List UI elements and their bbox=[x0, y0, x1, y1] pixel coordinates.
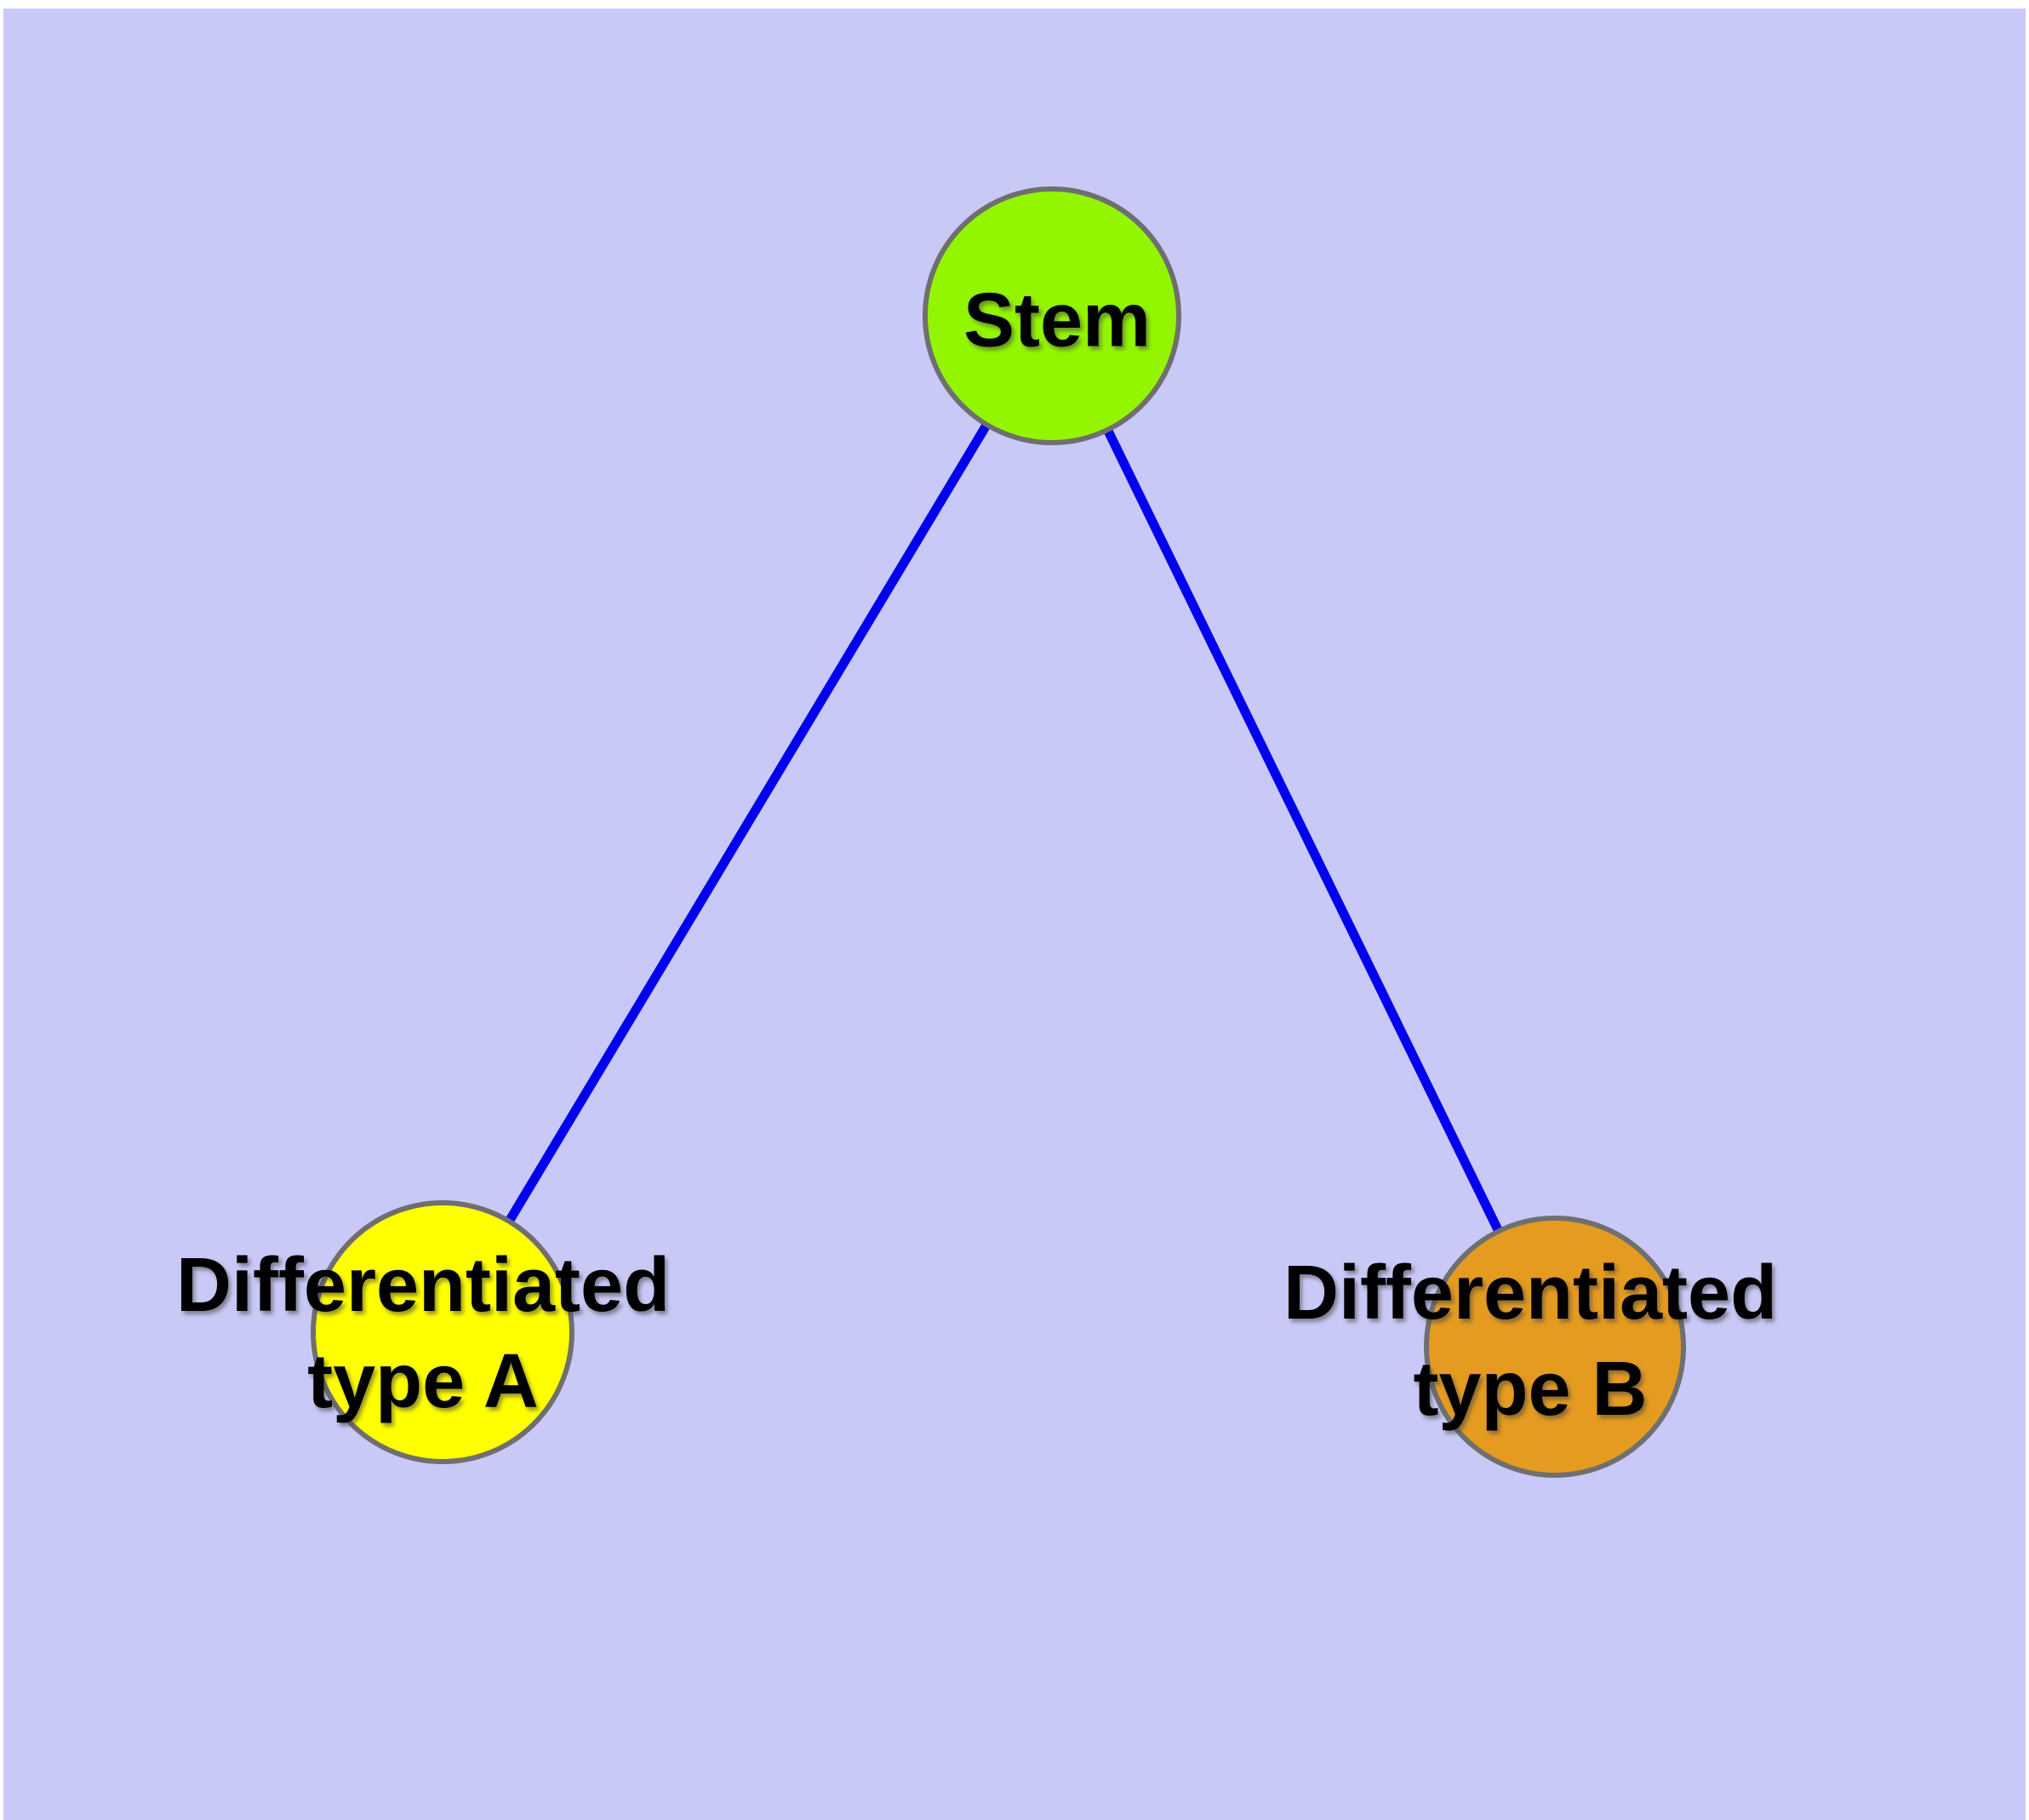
graph-svg bbox=[3, 9, 2026, 1820]
edge-stem-to-type-b bbox=[1048, 313, 1559, 1349]
node-differentiated-type-b bbox=[1424, 1216, 1686, 1478]
node-differentiated-type-a bbox=[311, 1200, 574, 1464]
edge-stem-to-type-a bbox=[438, 313, 1056, 1335]
node-stem bbox=[923, 186, 1181, 445]
graph-canvas: Stem Differentiated type A Differentiate… bbox=[3, 9, 2026, 1820]
